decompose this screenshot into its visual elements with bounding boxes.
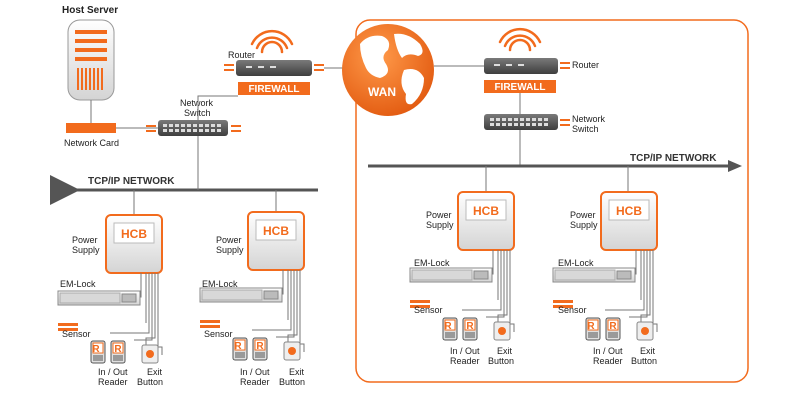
- left-switch-label: Network Switch: [180, 98, 216, 118]
- hcb-label: HCB: [263, 224, 289, 238]
- hcb-label: HCB: [473, 204, 499, 218]
- network-card-label: Network Card: [64, 138, 119, 148]
- right-firewall-label: FIREWALL: [494, 82, 545, 93]
- left-firewall-badge: [238, 82, 310, 95]
- reader-icon: R: [444, 321, 452, 332]
- router-icon-left: [224, 60, 324, 76]
- router-icon-right: [484, 58, 570, 74]
- reader-icon: R: [92, 344, 100, 355]
- hcb-unit-4: HCB R R: [552, 191, 658, 341]
- site-boundary: [355, 19, 749, 383]
- right-firewall-badge: [484, 80, 556, 93]
- sensor-label: Sensor: [62, 329, 91, 339]
- network-switch-icon: [146, 120, 241, 136]
- reader-icon: R: [587, 321, 595, 332]
- left-switch-label-2: Switch: [184, 108, 211, 118]
- left-switch-label-1: Network: [180, 98, 214, 108]
- right-switch-label-1: Network: [572, 114, 606, 124]
- network-card-icon: [66, 123, 116, 133]
- right-switch-label-2: Switch: [572, 124, 599, 134]
- wifi-icon-right: [498, 27, 542, 52]
- hcb-unit-2: HCB R R: [199, 211, 305, 361]
- hcb-label: HCB: [121, 227, 147, 241]
- reader-icon: R: [256, 341, 264, 352]
- em-lock-label: EM-Lock: [558, 258, 594, 268]
- left-network-label: TCP/IP NETWORK: [88, 176, 175, 187]
- right-network-label: TCP/IP NETWORK: [630, 153, 717, 164]
- em-lock-label: EM-Lock: [202, 279, 238, 289]
- left-router-label: Router: [228, 50, 255, 60]
- reader-icon: R: [234, 341, 242, 352]
- left-firewall-label: FIREWALL: [248, 84, 299, 95]
- wan-label: WAN: [368, 85, 396, 99]
- sensor-label: Sensor: [558, 305, 587, 315]
- reader-icon: R: [609, 321, 617, 332]
- wan-globe-icon: [342, 24, 434, 116]
- host-server-title: Host Server: [62, 5, 118, 16]
- server-icon: [67, 19, 115, 101]
- reader-icon: R: [466, 321, 474, 332]
- hcb-unit-1: HCB R R: [57, 214, 163, 364]
- right-router-label: Router: [572, 60, 599, 70]
- sensor-label: Sensor: [204, 329, 233, 339]
- hcb-unit-3: HCB R R: [409, 191, 515, 341]
- reader-icon: R: [114, 344, 122, 355]
- wifi-icon-left: [250, 29, 294, 54]
- network-switch-icon-right: [484, 114, 570, 130]
- hcb-label: HCB: [616, 204, 642, 218]
- em-lock-label: EM-Lock: [60, 279, 96, 289]
- em-lock-label: EM-Lock: [414, 258, 450, 268]
- right-switch-label: Network Switch: [572, 114, 608, 134]
- sensor-label: Sensor: [414, 305, 443, 315]
